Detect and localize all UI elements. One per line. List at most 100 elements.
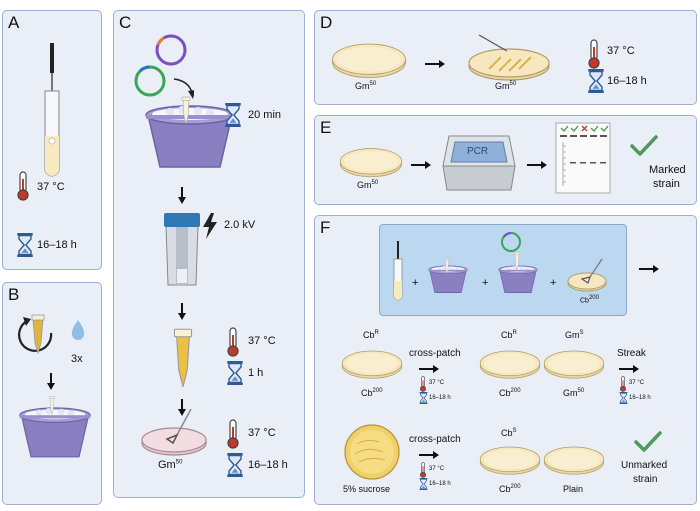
plate-label: Gm50 bbox=[495, 81, 517, 91]
spread-plate-icon bbox=[141, 409, 207, 456]
temperature-label: 37 °C bbox=[429, 466, 445, 472]
temperature-label: 37 °C bbox=[607, 45, 635, 57]
hourglass-icon bbox=[224, 103, 242, 127]
plus-sign: + bbox=[482, 277, 489, 289]
right-arrow bbox=[419, 450, 441, 460]
time-label: 1 h bbox=[248, 367, 264, 379]
plate-label: Gm50 bbox=[357, 180, 379, 190]
plasmid-icon bbox=[501, 232, 521, 252]
plasmid-icon bbox=[134, 34, 194, 99]
down-arrow bbox=[177, 303, 187, 321]
pcr-machine-icon bbox=[442, 135, 516, 191]
agar-plate-icon bbox=[339, 146, 403, 178]
action-label: cross-patch bbox=[409, 348, 461, 359]
agar-plate-icon bbox=[543, 344, 605, 384]
panel-b: B 3x bbox=[2, 282, 102, 505]
agar-plate-icon bbox=[479, 344, 541, 384]
agar-plate-icon bbox=[543, 440, 605, 480]
agar-plate-icon bbox=[331, 41, 407, 79]
panel-a: A 37 °C 16–18 h bbox=[2, 10, 102, 270]
time-label: 16–18 h bbox=[248, 459, 288, 471]
pcr-label: PCR bbox=[467, 146, 489, 157]
right-arrow bbox=[419, 364, 441, 374]
plate-top-label: GmS bbox=[565, 330, 584, 340]
time-label: 16–18 h bbox=[37, 239, 77, 251]
plate-bottom-label: Cb200 bbox=[499, 484, 521, 494]
thermometer-icon bbox=[619, 376, 627, 392]
agar-plate-icon bbox=[341, 344, 403, 384]
right-arrow bbox=[619, 364, 641, 374]
gel-image-icon bbox=[555, 122, 611, 194]
time-label: 16–18 h bbox=[629, 395, 651, 401]
plate-top-label: CbR bbox=[501, 330, 517, 340]
hourglass-icon bbox=[226, 453, 244, 477]
tube-in-ice-icon bbox=[45, 395, 59, 415]
tube-in-ice-icon bbox=[177, 95, 195, 125]
conjugation-inset: + + + Cb200 bbox=[379, 224, 627, 316]
temperature-label: 37 °C bbox=[37, 181, 65, 193]
tube-in-ice-icon bbox=[512, 251, 522, 271]
panel-a-label: A bbox=[8, 13, 20, 32]
centrifuge-cycle-icon bbox=[18, 314, 53, 355]
electroporation-cuvette-icon bbox=[164, 213, 200, 286]
temperature-label: 37 °C bbox=[429, 380, 445, 386]
panel-c: C 20 min 2.0 kV 37 °C 1 h Gm50 37 °C bbox=[113, 10, 305, 498]
thermometer-icon bbox=[419, 376, 427, 392]
plate-label: Cb200 bbox=[580, 295, 599, 305]
voltage-label: 2.0 kV bbox=[224, 219, 256, 231]
water-drop-icon bbox=[71, 320, 85, 340]
plate-top-label: CbS bbox=[501, 428, 517, 438]
hourglass-icon bbox=[16, 233, 34, 257]
plate-bottom-label: Gm50 bbox=[563, 388, 585, 398]
panel-e-label: E bbox=[320, 118, 332, 137]
lightning-icon bbox=[203, 213, 217, 239]
plate-bottom-label: 5% sucrose bbox=[343, 484, 391, 494]
temperature-label: 37 °C bbox=[248, 427, 276, 439]
hourglass-icon bbox=[226, 361, 244, 385]
down-arrow bbox=[46, 373, 56, 391]
temperature-label: 37 °C bbox=[629, 380, 645, 386]
panel-b-label: B bbox=[8, 285, 20, 304]
thermometer-icon bbox=[226, 327, 240, 357]
sucrose-plate-icon bbox=[344, 424, 400, 480]
panel-f-label: F bbox=[320, 218, 331, 237]
check-icon bbox=[629, 134, 659, 158]
action-label: cross-patch bbox=[409, 434, 461, 445]
agar-plate-icon bbox=[479, 440, 541, 480]
hourglass-icon bbox=[619, 392, 628, 404]
plate-bottom-label: Cb200 bbox=[499, 388, 521, 398]
thermometer-icon bbox=[419, 462, 427, 478]
plate-top-label: CbR bbox=[363, 330, 379, 340]
plate-label: Gm50 bbox=[158, 459, 183, 471]
panel-d-label: D bbox=[320, 13, 333, 32]
down-arrow bbox=[177, 187, 187, 205]
time-label: 16–18 h bbox=[429, 395, 451, 401]
temperature-label: 37 °C bbox=[248, 335, 276, 347]
time-label: 16–18 h bbox=[607, 75, 647, 87]
hourglass-icon bbox=[419, 392, 428, 404]
culture-tube-icon bbox=[44, 43, 60, 177]
result-label-line1: Marked bbox=[649, 164, 686, 176]
recovery-tube-icon bbox=[173, 328, 193, 387]
thermometer-icon bbox=[16, 171, 30, 201]
plate-bottom-label: Plain bbox=[563, 484, 584, 494]
culture-tube-icon bbox=[393, 241, 403, 301]
hourglass-icon bbox=[419, 478, 428, 490]
tube-in-ice-icon bbox=[442, 258, 452, 274]
streaked-plate-icon bbox=[468, 34, 550, 81]
repeat-label: 3x bbox=[71, 353, 83, 365]
time-label: 16–18 h bbox=[429, 481, 451, 487]
panel-c-label: C bbox=[119, 13, 132, 32]
incubation-time: 20 min bbox=[248, 109, 282, 121]
spread-plate-icon bbox=[567, 258, 607, 292]
plate-label: Gm50 bbox=[355, 81, 377, 91]
action-label: Streak bbox=[617, 348, 646, 359]
panel-e: E Gm50 PCR Marked strain bbox=[314, 115, 697, 205]
plus-sign: + bbox=[412, 277, 419, 289]
right-arrow bbox=[639, 264, 661, 274]
result-label-line2: strain bbox=[633, 474, 658, 485]
right-arrow bbox=[411, 160, 433, 170]
result-label-line2: strain bbox=[653, 178, 680, 190]
thermometer-icon bbox=[587, 39, 601, 69]
panel-f: F + + + Cb200 CbR Cb200 cross-patch bbox=[314, 215, 697, 505]
